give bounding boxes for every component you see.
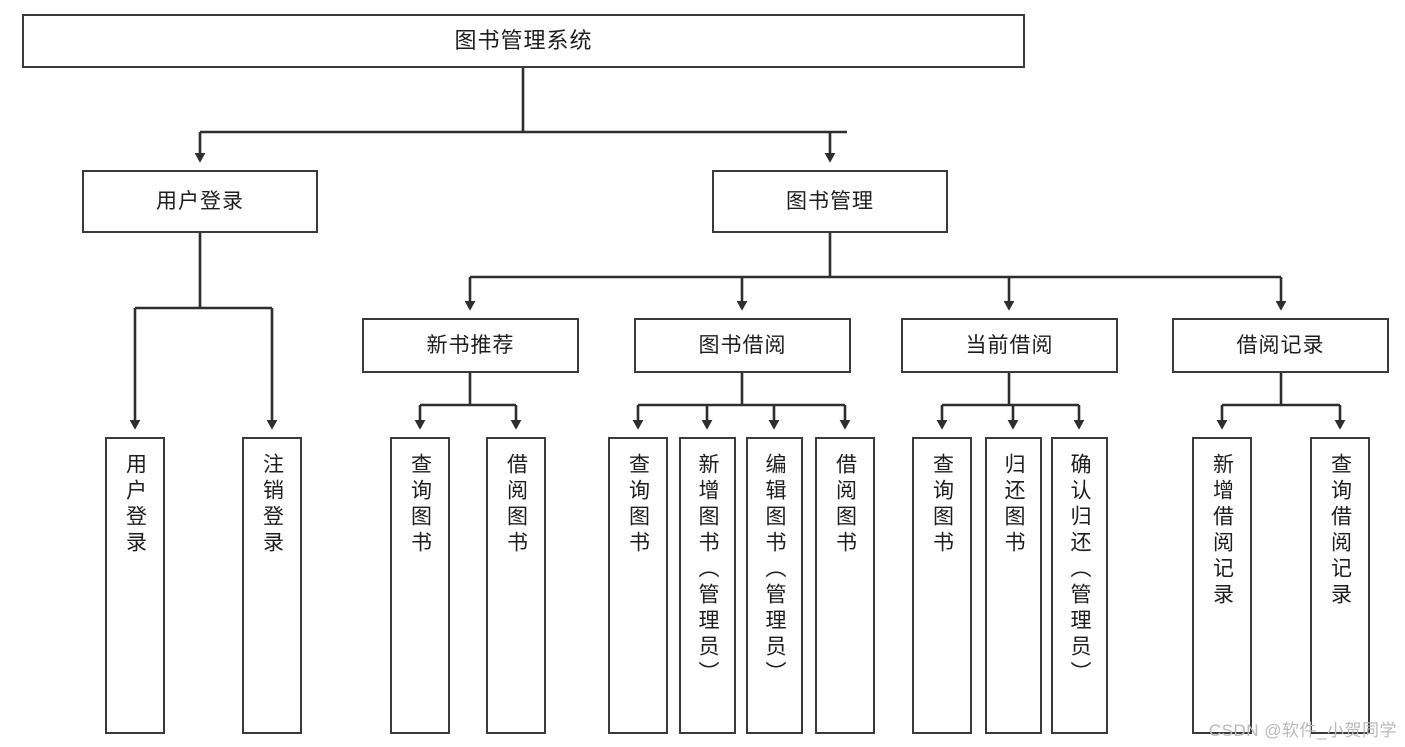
node-new-book-recommend-label: 新书推荐 — [426, 334, 515, 357]
node-leaf-add-book-admin-label: 新增图书（管理员） — [696, 453, 719, 687]
node-leaf-add-borrow-record-label: 新增借阅记录 — [1210, 453, 1234, 609]
node-borrow-record[interactable]: 借阅记录 — [1172, 318, 1389, 373]
node-leaf-query-borrow-record-label: 查询借阅记录 — [1328, 453, 1352, 609]
node-leaf-borrow-book-label: 借阅图书 — [833, 453, 857, 557]
node-leaf-borrow-book-recommend[interactable]: 借阅图书 — [486, 437, 546, 734]
node-user-login[interactable]: 用户登录 — [82, 170, 318, 233]
node-leaf-confirm-return-admin-label: 确认归还（管理员） — [1068, 453, 1091, 687]
node-book-management[interactable]: 图书管理 — [712, 170, 948, 233]
node-leaf-confirm-return-admin[interactable]: 确认归还（管理员） — [1051, 437, 1108, 734]
csdn-watermark: CSDN @软件_小贺同学 — [1208, 721, 1397, 740]
node-user-login-label: 用户登录 — [156, 190, 244, 213]
node-leaf-query-book-borrow[interactable]: 查询图书 — [608, 437, 668, 734]
node-leaf-logout-login[interactable]: 注销登录 — [242, 437, 302, 734]
node-borrow-record-label: 借阅记录 — [1236, 334, 1325, 357]
node-leaf-query-book-recommend[interactable]: 查询图书 — [390, 437, 450, 734]
node-leaf-return-book[interactable]: 归还图书 — [985, 437, 1042, 734]
node-leaf-edit-book-admin-label: 编辑图书（管理员） — [763, 453, 786, 687]
node-current-borrow-label: 当前借阅 — [965, 334, 1054, 357]
node-leaf-add-borrow-record[interactable]: 新增借阅记录 — [1192, 437, 1252, 734]
node-leaf-edit-book-admin[interactable]: 编辑图书（管理员） — [746, 437, 803, 734]
node-root[interactable]: 图书管理系统 — [22, 14, 1025, 68]
node-leaf-query-book-recommend-label: 查询图书 — [408, 453, 432, 557]
node-leaf-add-book-admin[interactable]: 新增图书（管理员） — [679, 437, 736, 734]
node-leaf-query-book-borrow-label: 查询图书 — [626, 453, 650, 557]
node-leaf-query-book-current[interactable]: 查询图书 — [912, 437, 972, 734]
node-book-management-label: 图书管理 — [786, 190, 874, 213]
node-root-label: 图书管理系统 — [454, 28, 593, 53]
node-book-borrow[interactable]: 图书借阅 — [634, 318, 851, 373]
node-new-book-recommend[interactable]: 新书推荐 — [362, 318, 579, 373]
node-leaf-borrow-book-recommend-label: 借阅图书 — [504, 453, 528, 557]
node-leaf-query-book-current-label: 查询图书 — [930, 453, 954, 557]
node-leaf-user-login-label: 用户登录 — [123, 453, 147, 557]
node-current-borrow[interactable]: 当前借阅 — [901, 318, 1118, 373]
node-book-borrow-label: 图书借阅 — [698, 334, 787, 357]
node-leaf-user-login[interactable]: 用户登录 — [105, 437, 165, 734]
node-leaf-query-borrow-record[interactable]: 查询借阅记录 — [1310, 437, 1370, 734]
node-leaf-logout-login-label: 注销登录 — [260, 453, 284, 557]
node-leaf-borrow-book[interactable]: 借阅图书 — [815, 437, 875, 734]
node-leaf-return-book-label: 归还图书 — [1002, 453, 1025, 557]
